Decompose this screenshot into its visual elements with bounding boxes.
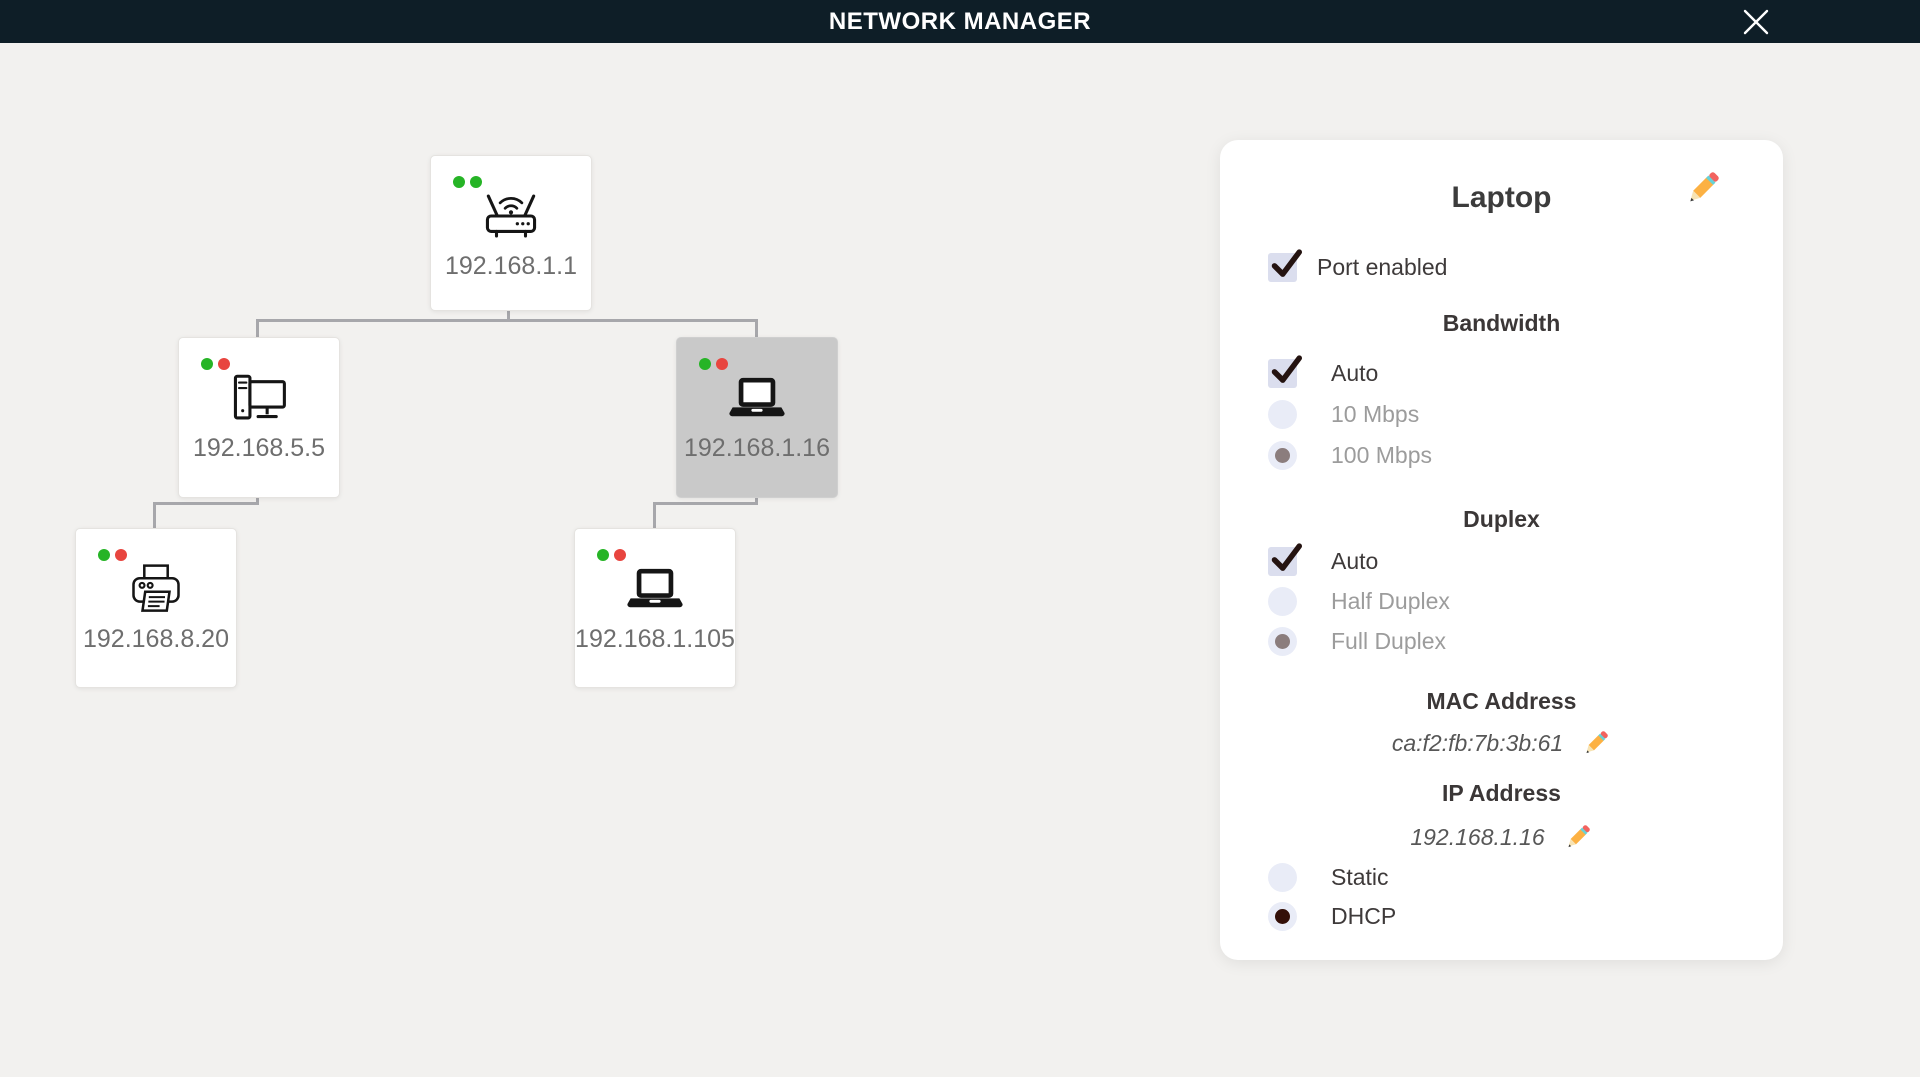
- port-enabled-checkbox[interactable]: [1268, 248, 1302, 282]
- bandwidth-auto-checkbox[interactable]: [1268, 354, 1302, 388]
- edit-mac-button[interactable]: [1581, 728, 1611, 758]
- option-label: Auto: [1331, 547, 1379, 574]
- mac-address-value: ca:f2:fb:7b:3b:61: [1391, 729, 1564, 756]
- bandwidth-heading: Bandwidth: [1442, 310, 1561, 336]
- connector-line: [653, 502, 656, 529]
- connector-line: [507, 309, 510, 321]
- checkmark-icon: [1271, 354, 1302, 383]
- status-dot: [716, 358, 728, 370]
- status-dot: [218, 358, 230, 370]
- ip-address-value: 192.168.1.16: [1410, 823, 1545, 850]
- connector-line: [755, 496, 758, 505]
- option-label: Half Duplex: [1331, 587, 1450, 614]
- option-label: 100 Mbps: [1331, 441, 1433, 468]
- status-dot: [98, 549, 110, 561]
- title-bar: NETWORK MANAGER: [0, 0, 1920, 43]
- connector-line: [755, 319, 758, 338]
- app-title: NETWORK MANAGER: [828, 8, 1092, 35]
- status-dots: [201, 358, 230, 370]
- checkmark-icon: [1271, 248, 1302, 277]
- status-dot: [699, 358, 711, 370]
- ip-address-heading: IP Address: [1442, 780, 1561, 806]
- node-router[interactable]: 192.168.1.1: [430, 155, 592, 311]
- node-ip: 192.168.8.20: [83, 625, 229, 653]
- connector-line: [256, 496, 259, 505]
- status-dots: [98, 549, 127, 561]
- status-dot: [614, 549, 626, 561]
- node-desktop[interactable]: 192.168.5.5: [178, 337, 340, 498]
- node-laptop-selected[interactable]: 192.168.1.16: [676, 337, 838, 498]
- status-dots: [699, 358, 728, 370]
- status-dot: [453, 176, 465, 188]
- status-dot: [115, 549, 127, 561]
- pencil-icon: [1690, 172, 1719, 202]
- bandwidth-100mbps-radio[interactable]: [1268, 440, 1297, 470]
- laptop-icon: [627, 568, 683, 608]
- connector-line: [153, 502, 156, 529]
- option-label: DHCP: [1331, 902, 1397, 929]
- router-icon: [485, 194, 537, 238]
- status-dots: [453, 176, 482, 188]
- connector-line: [256, 319, 259, 338]
- edit-ip-button[interactable]: [1563, 822, 1593, 852]
- status-dot: [470, 176, 482, 188]
- option-label: Port enabled: [1317, 253, 1448, 280]
- static-radio[interactable]: [1268, 862, 1297, 892]
- option-label: Auto: [1331, 359, 1379, 386]
- duplex-auto-checkbox[interactable]: [1268, 542, 1302, 576]
- pencil-icon: [1568, 825, 1590, 848]
- node-ip: 192.168.1.16: [684, 434, 830, 462]
- duplex-half-radio[interactable]: [1268, 586, 1297, 616]
- close-icon: [1743, 9, 1769, 35]
- node-ip: 192.168.1.1: [444, 252, 578, 280]
- node-laptop[interactable]: 192.168.1.105: [574, 528, 736, 688]
- bandwidth-10mbps-radio[interactable]: [1268, 399, 1297, 429]
- close-button[interactable]: [1738, 7, 1774, 37]
- status-dot: [201, 358, 213, 370]
- mac-address-heading: MAC Address: [1426, 688, 1577, 714]
- status-dots: [597, 549, 626, 561]
- pencil-icon: [1586, 731, 1608, 754]
- laptop-icon: [729, 377, 785, 417]
- connector-line: [653, 502, 758, 505]
- edit-name-button[interactable]: [1683, 168, 1723, 208]
- duplex-heading: Duplex: [1463, 506, 1540, 532]
- status-dot: [597, 549, 609, 561]
- checkmark-icon: [1271, 542, 1302, 571]
- option-label: 10 Mbps: [1331, 400, 1420, 427]
- device-settings-panel: Laptop Port enabled Bandwidth A: [1220, 140, 1783, 960]
- panel-title: Laptop: [1451, 181, 1552, 214]
- node-ip: 192.168.1.105: [575, 625, 735, 653]
- printer-icon: [132, 564, 180, 612]
- connector-line: [153, 502, 259, 505]
- duplex-full-radio[interactable]: [1268, 626, 1297, 656]
- node-ip: 192.168.5.5: [192, 434, 326, 462]
- desktop-icon: [233, 374, 286, 420]
- option-label: Static: [1331, 863, 1389, 890]
- option-label: Full Duplex: [1331, 627, 1447, 654]
- dhcp-radio[interactable]: [1268, 901, 1297, 931]
- connector-line: [256, 319, 758, 322]
- node-printer[interactable]: 192.168.8.20: [75, 528, 237, 688]
